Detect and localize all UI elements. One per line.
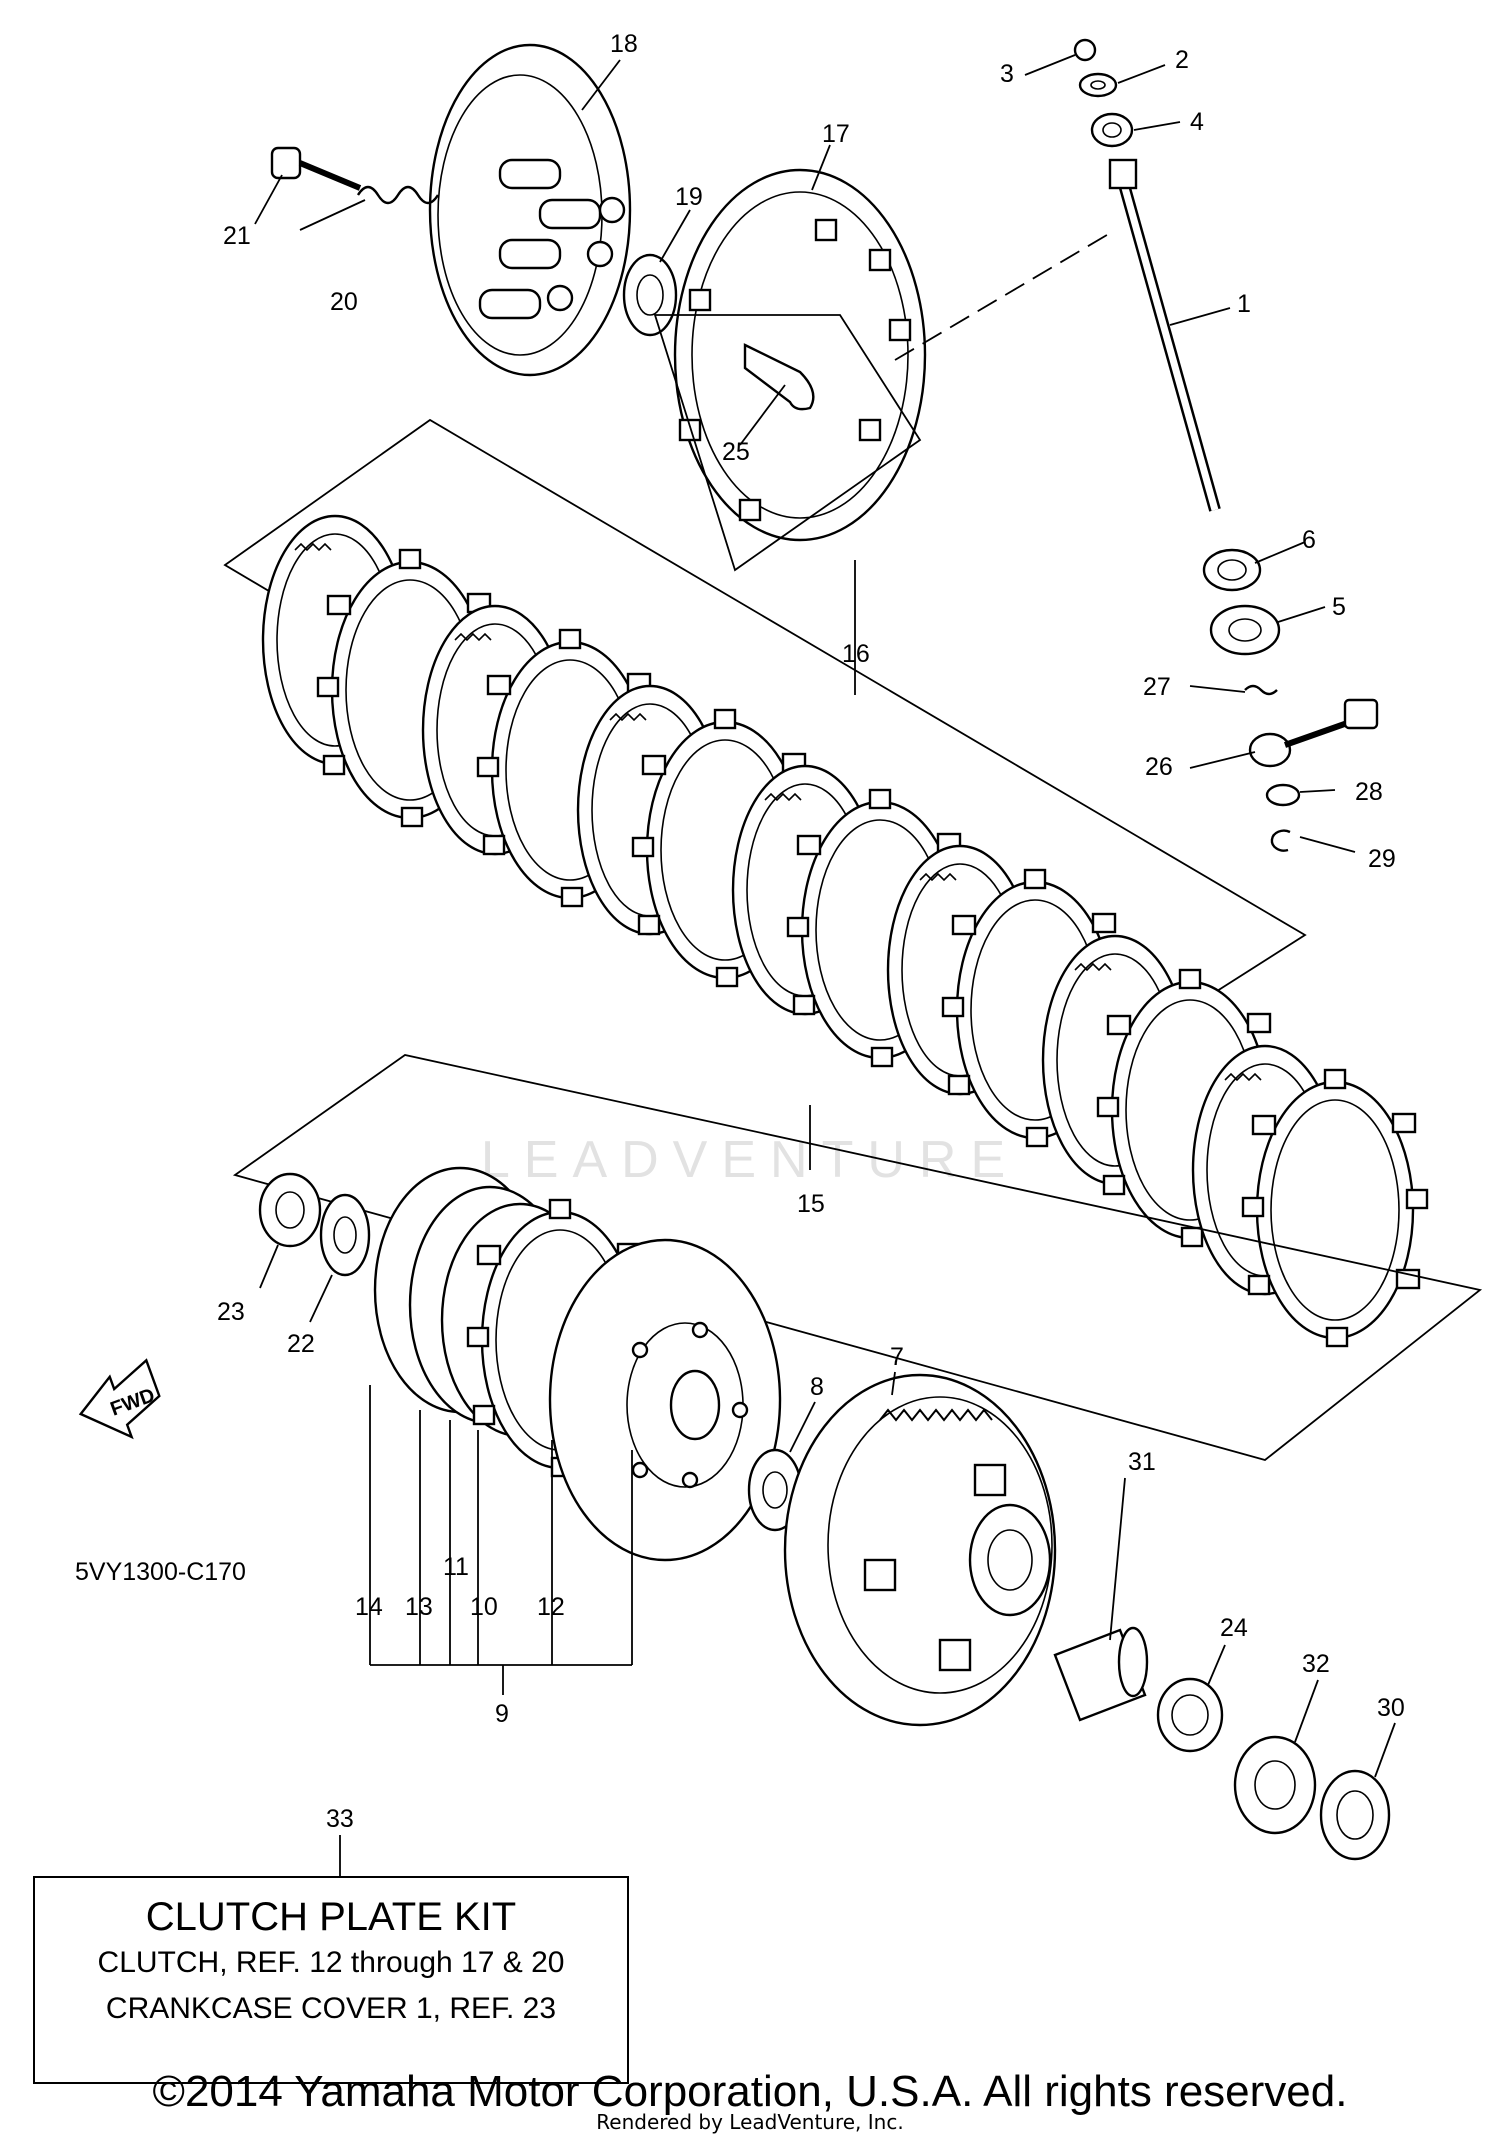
washer-22 <box>319 1193 371 1277</box>
nut-23 <box>258 1172 322 1248</box>
callout-14: 14 <box>355 1593 383 1621</box>
bearing-19 <box>622 253 678 337</box>
callout-20: 20 <box>330 288 358 316</box>
pressure-plate-18 <box>428 43 632 377</box>
callout-7: 7 <box>890 1343 904 1371</box>
callout-30: 30 <box>1377 1694 1405 1722</box>
washer-2 <box>1078 72 1118 98</box>
bearing-5 <box>1209 604 1281 656</box>
primary-driven-gear-7 <box>783 1373 1057 1727</box>
callout-29: 29 <box>1368 845 1396 873</box>
kit-line-crankcase: CRANKCASE COVER 1, REF. 23 <box>105 1992 557 2025</box>
rendered-by-note: Rendered by LeadVenture, Inc. <box>596 2110 904 2134</box>
callout-2: 2 <box>1175 46 1189 74</box>
callout-33: 33 <box>326 1805 354 1833</box>
callout-6: 6 <box>1302 526 1316 554</box>
oil-seal-4 <box>1090 112 1134 148</box>
callout-27: 27 <box>1143 673 1171 701</box>
callout-11: 11 <box>443 1553 469 1581</box>
callout-15: 15 <box>797 1190 825 1218</box>
washer-28 <box>1265 783 1301 807</box>
fwd-arrow-icon: FWD <box>78 1358 161 1440</box>
plate-17 <box>673 168 927 542</box>
spring-27 <box>1244 684 1278 696</box>
callout-21: 21 <box>223 222 251 250</box>
callout-31: 31 <box>1128 1448 1156 1476</box>
callout-12: 12 <box>537 1593 565 1621</box>
callout-23: 23 <box>217 1298 245 1326</box>
watermark: LEADVENTURE <box>480 1131 1020 1189</box>
callout-24: 24 <box>1220 1614 1248 1642</box>
callout-22: 22 <box>287 1330 315 1358</box>
callouts: 1 2 3 4 5 6 7 8 9 10 11 12 13 14 15 16 1… <box>217 30 1405 1833</box>
clutch-boss-9 <box>548 1238 782 1562</box>
callout-5: 5 <box>1332 593 1346 621</box>
needle-bearing-24 <box>1156 1677 1224 1753</box>
callout-18: 18 <box>610 30 638 58</box>
callout-26: 26 <box>1145 753 1173 781</box>
kit-line-clutch: CLUTCH, REF. 12 through 17 & 20 <box>97 1946 565 1979</box>
spring-20 <box>356 185 440 205</box>
callout-25: 25 <box>722 438 750 466</box>
diagram-code: 5VY1300-C170 <box>75 1558 246 1586</box>
bearing-6 <box>1202 548 1262 592</box>
callout-10: 10 <box>470 1593 498 1621</box>
callout-32: 32 <box>1302 1650 1330 1678</box>
kit-title: CLUTCH PLATE KIT <box>145 1895 517 1939</box>
push-lever-shaft-1 <box>1108 158 1221 512</box>
bolt-21 <box>270 146 362 191</box>
callout-9: 9 <box>495 1700 509 1728</box>
clutch-plate-kit-box: CLUTCH PLATE KIT CLUTCH, REF. 12 through… <box>33 1876 629 2084</box>
callout-28: 28 <box>1355 778 1383 806</box>
circlip-3 <box>1073 38 1097 62</box>
callout-16: 16 <box>842 640 870 668</box>
callout-1: 1 <box>1237 290 1251 318</box>
callout-3: 3 <box>1000 60 1014 88</box>
lever-26 <box>1248 698 1379 768</box>
leader-lines <box>254 54 1396 1876</box>
callout-17: 17 <box>822 120 850 148</box>
copyright-footer: ©2014 Yamaha Motor Corporation, U.S.A. A… <box>152 2067 1348 2116</box>
callout-8: 8 <box>810 1373 824 1401</box>
circlip-29 <box>1270 829 1291 852</box>
gear-32 <box>1233 1735 1317 1835</box>
callout-19: 19 <box>675 183 703 211</box>
washer-30 <box>1319 1769 1391 1861</box>
push-rod-25 <box>743 343 815 411</box>
callout-4: 4 <box>1190 108 1204 136</box>
spacer-31 <box>1053 1626 1149 1722</box>
callout-13: 13 <box>405 1593 433 1621</box>
